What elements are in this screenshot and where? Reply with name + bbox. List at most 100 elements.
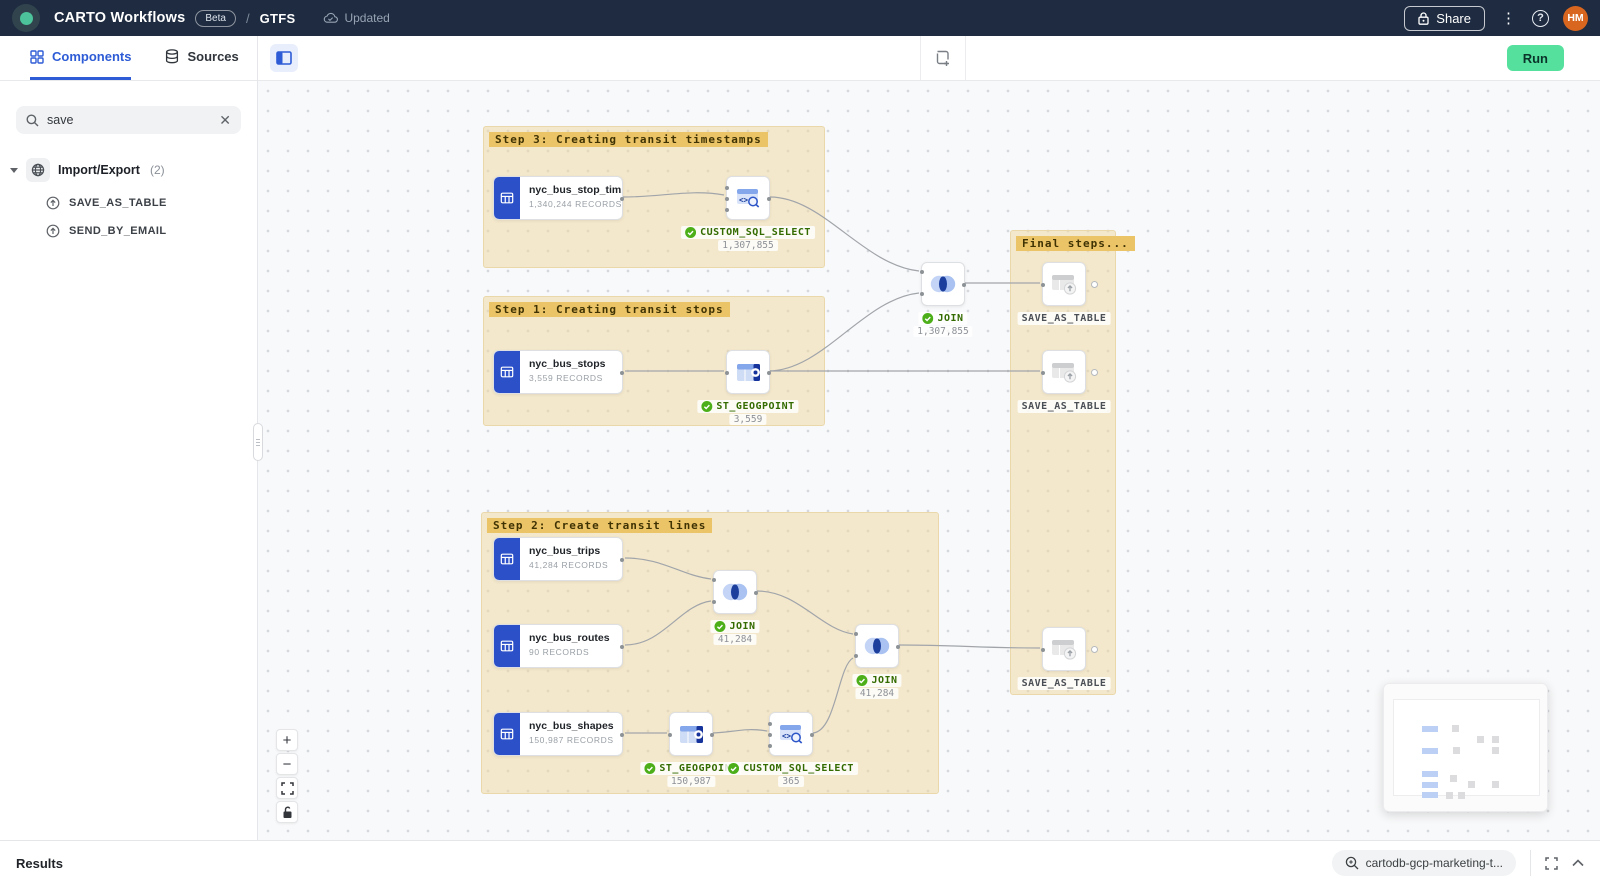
node-join-1[interactable]: JOIN 1,307,855 bbox=[913, 262, 973, 337]
input-port[interactable] bbox=[725, 197, 729, 201]
output-port[interactable] bbox=[1091, 646, 1098, 653]
node-st-geogpoint-1[interactable]: ST_GEOGPOINT 3,559 bbox=[697, 350, 799, 425]
node-records: 150,987 RECORDS bbox=[529, 735, 614, 745]
results-label: Results bbox=[16, 855, 63, 871]
input-port[interactable] bbox=[725, 186, 729, 190]
node-count: 1,307,855 bbox=[913, 326, 973, 337]
output-port[interactable] bbox=[620, 733, 624, 737]
run-button[interactable]: Run bbox=[1506, 45, 1564, 71]
zoom-out-button[interactable]: − bbox=[276, 753, 298, 775]
expand-results-button[interactable] bbox=[1545, 856, 1558, 870]
node-label: JOIN bbox=[852, 674, 902, 687]
edge bbox=[812, 657, 854, 734]
collapse-results-button[interactable] bbox=[1572, 859, 1584, 867]
group-final-steps[interactable]: Final steps... bbox=[1010, 230, 1135, 695]
output-port[interactable] bbox=[620, 197, 624, 201]
edge bbox=[624, 600, 712, 646]
node-custom-sql-select-2[interactable]: <> CUSTOM_SQL_SELECT 365 bbox=[724, 712, 858, 787]
zoom-in-button[interactable]: + bbox=[276, 729, 298, 751]
help-icon[interactable]: ? bbox=[1532, 9, 1549, 27]
more-options-icon[interactable]: ⋮ bbox=[1501, 9, 1516, 27]
minimap-node bbox=[1452, 725, 1459, 732]
output-port[interactable] bbox=[962, 283, 966, 287]
toggle-panel-button[interactable] bbox=[270, 44, 298, 72]
input-port[interactable] bbox=[725, 208, 729, 212]
share-button[interactable]: Share bbox=[1404, 5, 1485, 31]
input-port[interactable] bbox=[768, 744, 772, 748]
save-table-icon bbox=[1051, 362, 1076, 383]
component-group-import-export[interactable]: Import/Export (2) bbox=[10, 158, 257, 182]
input-port[interactable] bbox=[920, 292, 924, 296]
tab-components[interactable]: Components bbox=[30, 36, 132, 80]
connection-pill[interactable]: cartodb-gcp-marketing-t... bbox=[1331, 850, 1516, 876]
edge bbox=[756, 590, 854, 635]
fit-view-button[interactable] bbox=[276, 777, 298, 799]
output-port[interactable] bbox=[620, 645, 624, 649]
input-port[interactable] bbox=[920, 270, 924, 274]
output-port[interactable] bbox=[620, 371, 624, 375]
workflow-canvas[interactable]: Step 3: Creating transit timestamps Step… bbox=[258, 81, 1600, 840]
input-port[interactable] bbox=[768, 722, 772, 726]
output-port[interactable] bbox=[1091, 281, 1098, 288]
tab-components-label: Components bbox=[52, 49, 132, 64]
lock-icon bbox=[1418, 11, 1429, 25]
node-label: CUSTOM_SQL_SELECT bbox=[681, 226, 815, 239]
clear-search-icon[interactable]: ✕ bbox=[219, 112, 231, 128]
minimap-node bbox=[1458, 792, 1465, 799]
lock-canvas-button[interactable] bbox=[276, 801, 298, 823]
avatar[interactable]: HM bbox=[1563, 5, 1588, 31]
minimap[interactable] bbox=[1383, 683, 1548, 812]
node-save-as-table-3[interactable]: SAVE_AS_TABLE bbox=[1017, 627, 1111, 690]
save-table-icon bbox=[1051, 639, 1076, 660]
input-port[interactable] bbox=[668, 733, 672, 737]
node-join-2[interactable]: JOIN 41,284 bbox=[710, 570, 760, 645]
output-port[interactable] bbox=[710, 733, 714, 737]
node-custom-sql-select-1[interactable]: <> CUSTOM_SQL_SELECT 1,307,855 bbox=[681, 176, 815, 251]
output-port[interactable] bbox=[767, 197, 771, 201]
chevron-down-icon[interactable] bbox=[10, 167, 18, 173]
node-join-3[interactable]: JOIN 41,284 bbox=[852, 624, 902, 699]
chevron-up-icon bbox=[1572, 859, 1584, 867]
node-st-geogpoint-2[interactable]: ST_GEOGPOINT 150,987 bbox=[640, 712, 742, 787]
sql-select-icon: <> bbox=[736, 189, 759, 208]
output-port[interactable] bbox=[754, 591, 758, 595]
join-icon bbox=[930, 275, 956, 293]
search-input[interactable] bbox=[47, 113, 212, 127]
input-port[interactable] bbox=[725, 371, 729, 375]
input-port[interactable] bbox=[854, 654, 858, 658]
output-port[interactable] bbox=[1091, 369, 1098, 376]
panel-resize-handle[interactable] bbox=[253, 423, 263, 461]
input-port[interactable] bbox=[1041, 648, 1045, 652]
node-save-as-table-2[interactable]: SAVE_AS_TABLE bbox=[1017, 350, 1111, 413]
node-save-as-table-1[interactable]: SAVE_AS_TABLE bbox=[1017, 262, 1111, 325]
input-port[interactable] bbox=[768, 733, 772, 737]
table-icon bbox=[494, 351, 520, 393]
add-annotation-button[interactable] bbox=[929, 45, 955, 71]
svg-text:<>: <> bbox=[782, 732, 792, 741]
input-port[interactable] bbox=[854, 632, 858, 636]
output-port[interactable] bbox=[620, 558, 624, 562]
node-source-nyc-bus-stop-times[interactable]: nyc_bus_stop_tim...1,340,244 RECORDS bbox=[493, 176, 624, 220]
output-port[interactable] bbox=[767, 371, 771, 375]
minimap-node bbox=[1422, 782, 1438, 788]
input-port[interactable] bbox=[1041, 283, 1045, 287]
component-item-save-as-table[interactable]: SAVE_AS_TABLE bbox=[46, 196, 257, 210]
tab-sources[interactable]: Sources bbox=[165, 36, 239, 80]
input-port[interactable] bbox=[712, 578, 716, 582]
group-step-1-label: Step 1: Creating transit stops bbox=[489, 302, 730, 317]
input-port[interactable] bbox=[1041, 371, 1045, 375]
group-label: Import/Export bbox=[58, 163, 140, 177]
node-title: nyc_bus_routes bbox=[529, 632, 610, 644]
node-label: SAVE_AS_TABLE bbox=[1017, 677, 1111, 690]
output-port[interactable] bbox=[810, 733, 814, 737]
component-item-send-by-email[interactable]: SEND_BY_EMAIL bbox=[46, 224, 257, 238]
carto-logo bbox=[12, 4, 40, 32]
success-check-icon bbox=[685, 227, 697, 238]
geogpoint-icon bbox=[679, 725, 703, 743]
input-port[interactable] bbox=[712, 600, 716, 604]
output-port[interactable] bbox=[896, 645, 900, 649]
